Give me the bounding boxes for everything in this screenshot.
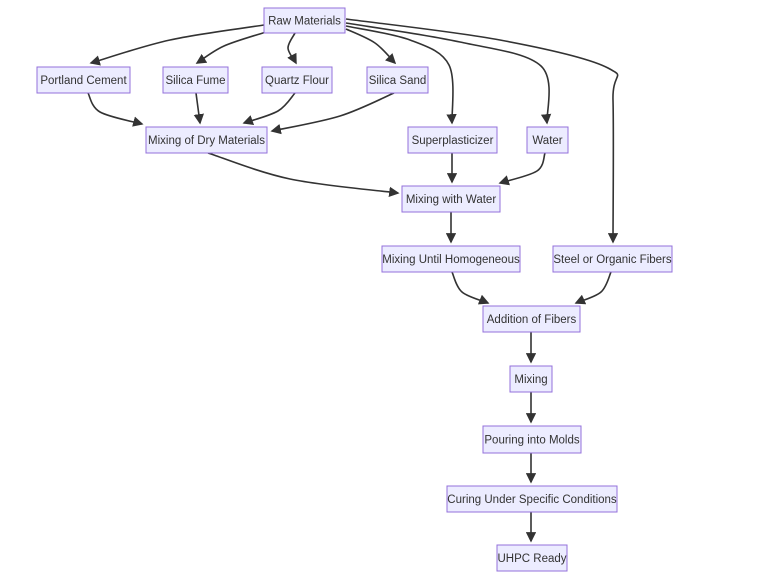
node-box-mixing-with-water bbox=[401, 185, 501, 213]
node-portland-cement: Portland Cement bbox=[36, 66, 131, 94]
node-label-silica-sand: Silica Sand bbox=[369, 75, 427, 87]
node-box-silica-fume bbox=[162, 66, 229, 94]
edge-raw-materials--to--silica-fume bbox=[195, 31, 267, 64]
node-raw-materials: Raw Materials bbox=[263, 7, 346, 34]
edge-mixing-of-dry-materials--to--mixing-with-water bbox=[207, 152, 400, 198]
edge-silica-fume--to--mixing-of-dry-materials bbox=[193, 92, 204, 125]
node-quartz-flour: Quartz Flour bbox=[261, 66, 333, 94]
edge-steel-or-organic-fibers--to--addition-of-fibers bbox=[574, 271, 612, 305]
node-box-water bbox=[526, 126, 569, 154]
edge-silica-sand--to--mixing-of-dry-materials bbox=[270, 92, 395, 135]
edge-raw-materials--to--superplasticizer bbox=[345, 25, 457, 125]
edge-raw-materials--to--quartz-flour bbox=[287, 32, 297, 65]
node-box-quartz-flour bbox=[261, 66, 333, 94]
node-label-curing-under-specific-conditions: Curing Under Specific Conditions bbox=[447, 494, 617, 506]
edge-raw-materials--to--silica-sand bbox=[345, 28, 397, 65]
node-mixing: Mixing bbox=[509, 365, 553, 393]
node-label-quartz-flour: Quartz Flour bbox=[265, 75, 329, 87]
node-box-portland-cement bbox=[36, 66, 131, 94]
node-label-portland-cement: Portland Cement bbox=[40, 75, 127, 87]
node-label-water: Water bbox=[532, 135, 562, 147]
node-pouring-into-molds: Pouring into Molds bbox=[482, 425, 582, 454]
node-superplasticizer: Superplasticizer bbox=[407, 126, 498, 154]
node-uhpc-ready: UHPC Ready bbox=[496, 544, 568, 572]
node-box-superplasticizer bbox=[407, 126, 498, 154]
node-curing-under-specific-conditions: Curing Under Specific Conditions bbox=[446, 485, 618, 513]
edge-raw-materials--to--portland-cement bbox=[89, 24, 265, 66]
node-box-curing-under-specific-conditions bbox=[446, 485, 618, 513]
node-box-uhpc-ready bbox=[496, 544, 568, 572]
edge-layer bbox=[87, 18, 619, 543]
edge-portland-cement--to--mixing-of-dry-materials bbox=[87, 92, 144, 127]
node-silica-sand: Silica Sand bbox=[366, 66, 429, 94]
node-water: Water bbox=[526, 126, 569, 154]
edge-raw-materials--to--water bbox=[345, 22, 552, 125]
node-label-mixing-of-dry-materials: Mixing of Dry Materials bbox=[148, 135, 265, 147]
node-box-steel-or-organic-fibers bbox=[552, 245, 673, 273]
node-label-steel-or-organic-fibers: Steel or Organic Fibers bbox=[553, 254, 671, 266]
node-box-addition-of-fibers bbox=[482, 305, 581, 333]
node-silica-fume: Silica Fume bbox=[162, 66, 229, 94]
node-label-superplasticizer: Superplasticizer bbox=[412, 135, 494, 147]
node-addition-of-fibers: Addition of Fibers bbox=[482, 305, 581, 333]
node-box-pouring-into-molds bbox=[482, 425, 582, 454]
node-box-mixing-of-dry-materials bbox=[145, 126, 268, 154]
node-label-mixing-until-homogeneous: Mixing Until Homogeneous bbox=[382, 254, 520, 266]
node-box-silica-sand bbox=[366, 66, 429, 94]
edge-raw-materials--to--steel-or-organic-fibers bbox=[345, 18, 619, 244]
node-label-silica-fume: Silica Fume bbox=[165, 75, 225, 87]
node-label-mixing-with-water: Mixing with Water bbox=[406, 194, 496, 206]
edge-mixing-until-homogeneous--to--addition-of-fibers bbox=[451, 271, 490, 305]
node-mixing-of-dry-materials: Mixing of Dry Materials bbox=[145, 126, 268, 154]
node-label-raw-materials: Raw Materials bbox=[268, 16, 341, 28]
node-label-uhpc-ready: UHPC Ready bbox=[497, 553, 566, 565]
edge-water--to--mixing-with-water bbox=[498, 152, 546, 186]
node-label-mixing: Mixing bbox=[514, 374, 547, 386]
node-steel-or-organic-fibers: Steel or Organic Fibers bbox=[552, 245, 673, 273]
node-box-mixing bbox=[509, 365, 553, 393]
node-label-pouring-into-molds: Pouring into Molds bbox=[484, 435, 579, 447]
node-box-raw-materials bbox=[263, 7, 346, 34]
node-mixing-with-water: Mixing with Water bbox=[401, 185, 501, 213]
edge-quartz-flour--to--mixing-of-dry-materials bbox=[242, 92, 296, 125]
node-label-addition-of-fibers: Addition of Fibers bbox=[487, 314, 577, 326]
node-box-mixing-until-homogeneous bbox=[381, 245, 521, 273]
node-mixing-until-homogeneous: Mixing Until Homogeneous bbox=[381, 245, 521, 273]
